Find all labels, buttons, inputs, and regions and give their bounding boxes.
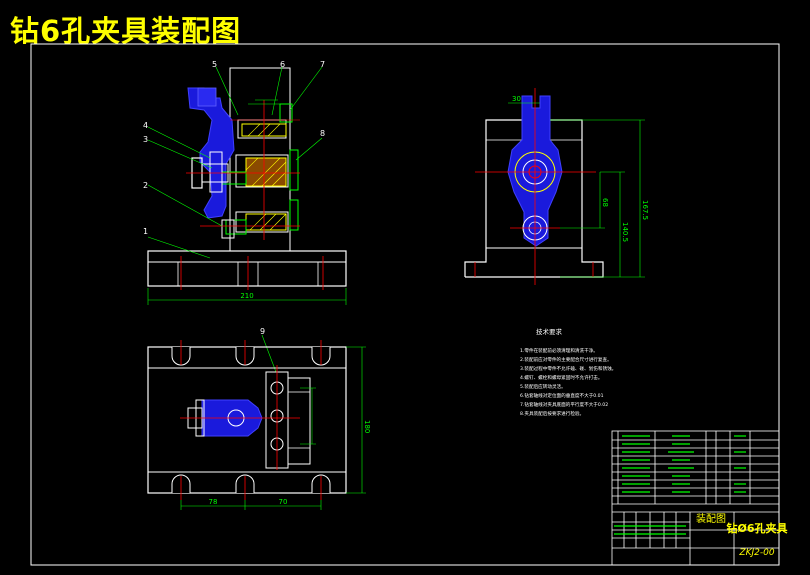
tech-title: 技术要求 [536, 327, 563, 336]
balloon-7: 7 [320, 60, 325, 69]
tech-line-1: 1.零件在装配前必须清理和清洗干净。 [520, 347, 598, 354]
side-h1-dim: 167.5 [641, 200, 649, 220]
bom-rows [614, 435, 746, 535]
tech-line-3: 3.装配过程中零件不允许磕、碰、划伤和锈蚀。 [520, 365, 616, 372]
top-height-dim: 180 [363, 420, 371, 433]
swing-arm [187, 87, 235, 219]
tech-line-8: 8.夹具装配后按要求进行检验。 [520, 410, 584, 417]
top-left-dim: 78 [209, 498, 218, 506]
tech-line-2: 2.装配前应对零件的主要配合尺寸进行复查。 [520, 356, 612, 363]
top-view: 78 70 180 [147, 340, 371, 510]
balloon-3: 3 [143, 135, 148, 144]
front-view: 210 1 2 3 4 5 6 7 8 9 [143, 60, 347, 373]
title-block [611, 430, 780, 566]
balloon-4: 4 [143, 121, 148, 130]
side-h2-dim: 140.5 [621, 222, 629, 242]
drawing-number: ZKJ2-00 [738, 548, 774, 558]
side-mid-dim: 68 [601, 198, 609, 207]
side-view: 30 167.5 140.5 68 [464, 88, 649, 285]
tech-requirements: 技术要求 1.零件在装配前必须清理和清洗干净。 2.装配前应对零件的主要配合尺寸… [520, 327, 616, 417]
tech-line-6: 6.钻套轴线对定位面的垂直度不大于0.01 [520, 392, 604, 399]
balloon-2: 2 [143, 181, 148, 190]
front-width-dim: 210 [240, 292, 253, 300]
balloon-9: 9 [260, 327, 265, 336]
balloon-8: 8 [320, 129, 325, 138]
drawing-border [30, 43, 780, 566]
tech-line-4: 4.螺钉、螺栓和螺母紧固时不允许打击。 [520, 374, 602, 381]
tech-line-7: 7.钻套轴线对夹具底面的平行度不大于0.02 [520, 401, 608, 408]
top-mid-dim: 70 [279, 498, 288, 506]
part-name: 钻Ø6孔夹具 [726, 521, 787, 535]
tech-line-5: 5.装配后应转动灵活。 [520, 383, 566, 390]
drawing-name: 装配图 [696, 512, 726, 525]
balloon-5: 5 [212, 60, 217, 69]
balloon-1: 1 [143, 227, 148, 236]
balloon-6: 6 [280, 60, 285, 69]
side-top-dim: 30 [512, 95, 521, 103]
drawing-title: 钻6孔夹具装配图 [10, 14, 242, 48]
